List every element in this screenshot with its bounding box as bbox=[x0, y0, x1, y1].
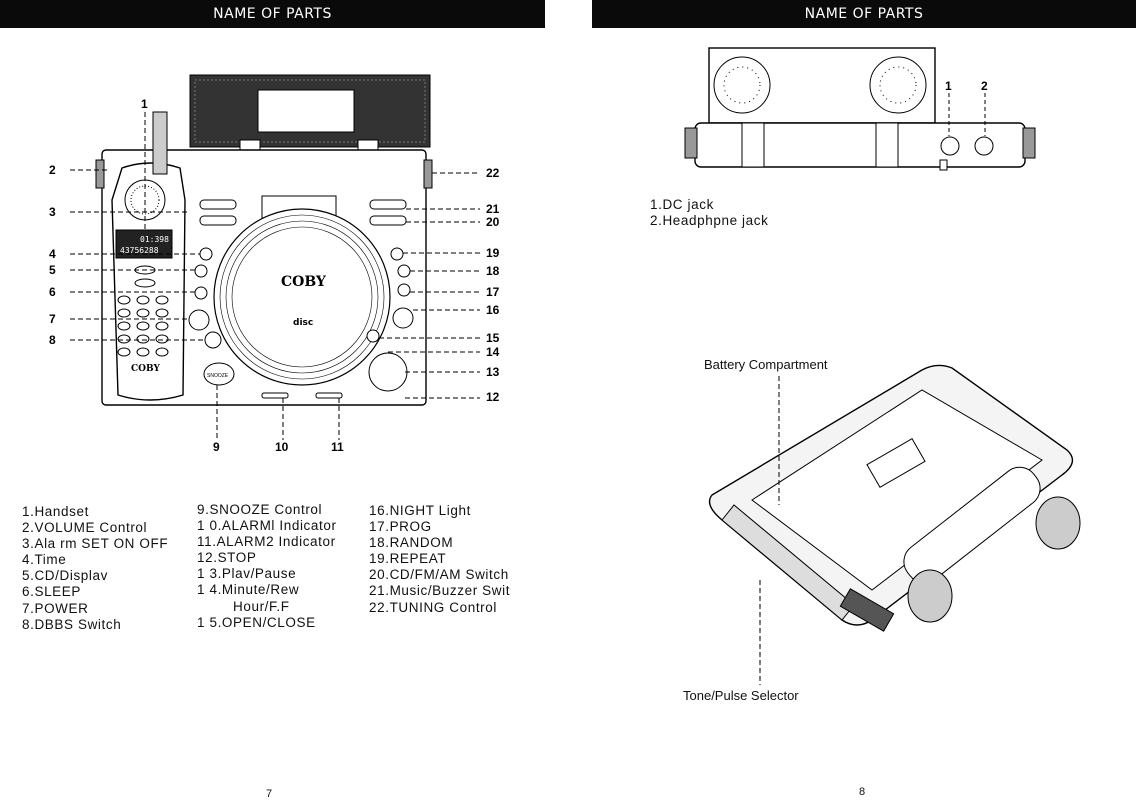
callout-21: 21 bbox=[486, 202, 500, 216]
callout-18: 18 bbox=[486, 264, 500, 278]
callout-13: 13 bbox=[486, 365, 500, 379]
part-item: 5.CD/Displav bbox=[22, 568, 108, 584]
part-item: 20.CD/FM/AM Switch bbox=[369, 567, 509, 583]
page-header: NAME OF PARTS bbox=[592, 0, 1136, 28]
part-item: 8.DBBS Switch bbox=[22, 616, 122, 632]
callout-1: 1 bbox=[945, 79, 952, 93]
callout-12: 12 bbox=[486, 390, 500, 404]
part-item: 9.SNOOZE Control bbox=[197, 502, 323, 517]
cd-lid bbox=[213, 208, 391, 386]
callout-5: 5 bbox=[49, 263, 56, 277]
callout-7: 7 bbox=[49, 312, 56, 326]
callout-2: 2 bbox=[981, 79, 988, 93]
parts-list-col3: 16.NIGHT Light 17.PROG 18.RANDOM 19.REPE… bbox=[369, 503, 510, 616]
tone-pulse-selector-label: Tone/Pulse Selector bbox=[683, 688, 799, 703]
parts-list-col1: 1.Handset 2.VOLUME Control 3.Ala rm SET … bbox=[22, 504, 168, 633]
device-back-diagram: 1 2 bbox=[684, 47, 1081, 685]
part-item: 16.NIGHT Light bbox=[369, 503, 471, 518]
part-item: 1 0.ALARMl Indicator bbox=[197, 518, 337, 534]
callout-10: 10 bbox=[275, 440, 289, 454]
handset-keypad bbox=[117, 265, 169, 357]
part-item: 22.TUNING Control bbox=[369, 599, 497, 615]
part-item: 2.VOLUME Control bbox=[22, 520, 148, 536]
part-item: 1 4.Minute/Rew bbox=[197, 582, 300, 598]
callout-11: 11 bbox=[331, 440, 344, 454]
callout-17: 17 bbox=[486, 285, 500, 299]
part-item: Hour/F.F bbox=[233, 598, 290, 614]
label-card bbox=[257, 89, 355, 133]
handset-lcd bbox=[115, 229, 173, 259]
callout-9: 9 bbox=[213, 440, 220, 454]
left-page: NAME OF PARTS 01:398 43756288 COBY bbox=[0, 0, 545, 800]
device-front-diagram: 01:398 43756288 COBY COBY disc bbox=[49, 74, 500, 454]
right-parts-list: 1.DC jack 2.Headphpne jack bbox=[650, 197, 768, 229]
callout-15: 15 bbox=[486, 331, 500, 345]
part-item: 6.SLEEP bbox=[22, 584, 81, 600]
page-number: 7 bbox=[266, 788, 273, 800]
part-item: 1 5.OPEN/CLOSE bbox=[197, 614, 316, 630]
part-item: 11.ALARM2 Indicator bbox=[197, 534, 336, 550]
svg-text:disc: disc bbox=[293, 318, 313, 328]
part-item: 19.REPEAT bbox=[369, 551, 447, 567]
bottom-view bbox=[708, 364, 1081, 632]
callout-1: 1 bbox=[141, 97, 148, 111]
callout-3: 3 bbox=[49, 205, 56, 219]
parts-list-col2: 9.SNOOZE Control 1 0.ALARMl Indicator 11… bbox=[197, 502, 337, 631]
page-number: 8 bbox=[859, 786, 866, 798]
part-item: 1.Handset bbox=[22, 504, 89, 519]
callout-8: 8 bbox=[49, 333, 56, 347]
part-item: 2.Headphpne jack bbox=[650, 213, 769, 229]
svg-text:SNOOZE: SNOOZE bbox=[207, 373, 229, 379]
callout-6: 6 bbox=[49, 285, 56, 299]
svg-text:01:398: 01:398 bbox=[140, 235, 169, 244]
part-item: 17.PROG bbox=[369, 519, 432, 535]
dc-jack bbox=[940, 136, 960, 156]
callout-numbers: 1 2 3 4 5 6 7 8 9 10 11 12 13 14 15 16 1… bbox=[49, 97, 500, 454]
part-item: 7.POWER bbox=[22, 600, 89, 616]
callout-16: 16 bbox=[486, 303, 500, 317]
page-header: NAME OF PARTS bbox=[0, 0, 545, 28]
part-item: 18.RANDOM bbox=[369, 535, 454, 551]
part-item: 1 3.Plav/Pause bbox=[197, 566, 297, 582]
callout-4: 4 bbox=[49, 247, 56, 261]
svg-text:COBY: COBY bbox=[131, 364, 160, 374]
battery-compartment-label: Battery Compartment bbox=[704, 357, 828, 372]
part-item: 4.Time bbox=[22, 552, 67, 568]
leader-lines bbox=[70, 112, 480, 440]
part-item: 1.DC jack bbox=[650, 197, 714, 212]
part-item: 3.Ala rm SET ON OFF bbox=[22, 536, 169, 552]
callout-22: 22 bbox=[486, 166, 500, 180]
part-item: 12.STOP bbox=[197, 550, 257, 566]
callout-14: 14 bbox=[486, 345, 500, 359]
svg-text:43756288: 43756288 bbox=[120, 246, 159, 255]
right-page: NAME OF PARTS 1 2 bbox=[592, 0, 1136, 798]
callout-19: 19 bbox=[486, 246, 500, 260]
svg-text:COBY: COBY bbox=[281, 274, 327, 290]
callout-20: 20 bbox=[486, 215, 500, 229]
part-item: 21.Music/Buzzer Swit bbox=[369, 583, 511, 599]
callout-2: 2 bbox=[49, 163, 56, 177]
headphone-jack bbox=[974, 136, 994, 156]
